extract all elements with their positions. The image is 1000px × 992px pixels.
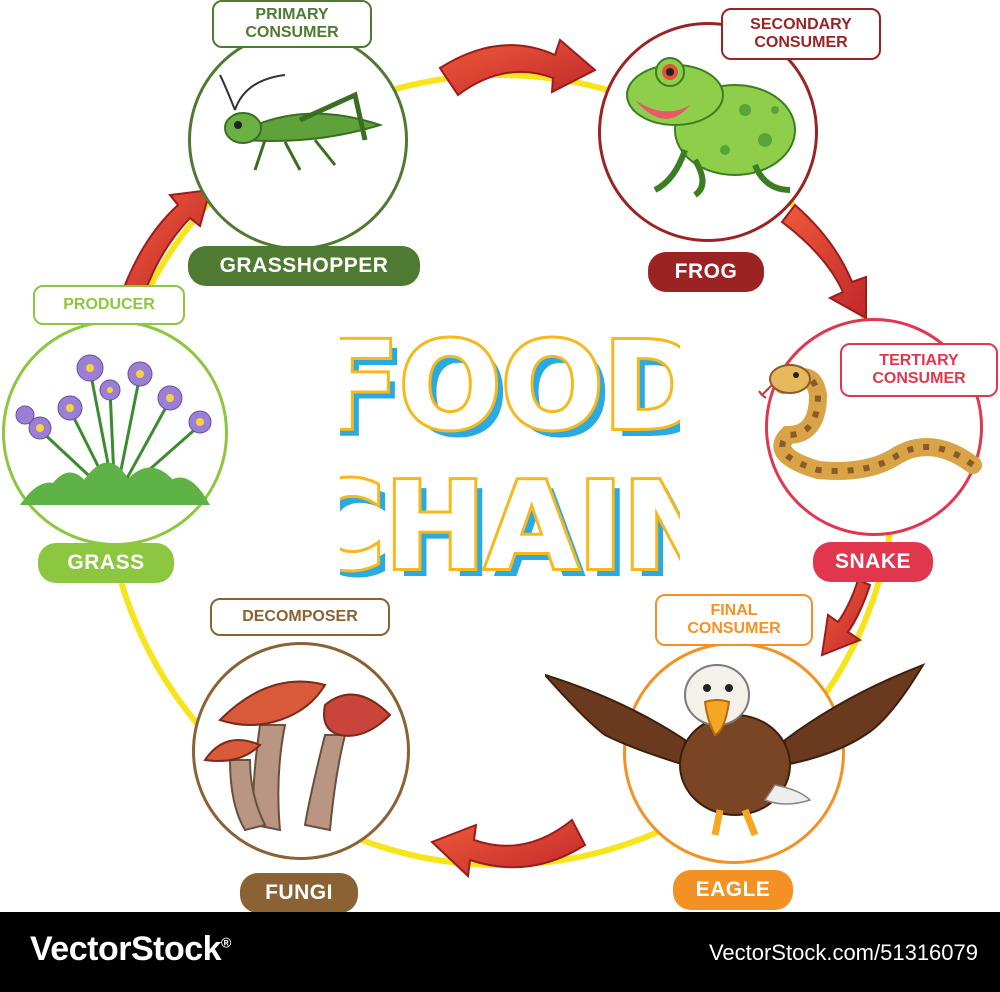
eagle-illustration xyxy=(545,663,925,837)
arrow-tertiary-to-final xyxy=(820,578,872,657)
secondary-consumer-name-badge: FROG xyxy=(648,252,764,292)
decomposer-role-label: DECOMPOSER xyxy=(210,598,390,636)
final-consumer-role-text: FINAL CONSUMER xyxy=(687,602,781,637)
decomposer-name-badge: FUNGI xyxy=(240,873,358,913)
title-line1-shadow: FOOD xyxy=(340,326,680,465)
brand-text: VectorStock xyxy=(30,930,222,968)
tertiary-consumer-name-badge: SNAKE xyxy=(813,542,933,582)
title-line1: FOOD xyxy=(340,318,680,457)
producer-name-badge: GRASS xyxy=(38,543,174,583)
final-consumer-role-label: FINAL CONSUMER xyxy=(655,594,813,646)
grass-flower-illustration xyxy=(15,354,212,505)
snake-illustration xyxy=(758,364,982,480)
arrow-final-to-decomposer xyxy=(430,818,587,879)
secondary-consumer-role-label: SECONDARY CONSUMER xyxy=(721,8,881,60)
arrow-producer-to-primary xyxy=(123,188,212,294)
mushroom-illustration xyxy=(203,680,392,832)
food-chain-title: FOOD FOOD CHAIN CHAIN xyxy=(340,315,680,600)
primary-consumer-role-text: PRIMARY CONSUMER xyxy=(245,6,339,41)
final-consumer-name-text: EAGLE xyxy=(695,878,771,901)
footer-bar: VectorStock® VectorStock.com/51316079 xyxy=(0,912,1000,992)
tertiary-consumer-role-label: TERTIARY CONSUMER xyxy=(840,343,998,397)
title-line2: CHAIN xyxy=(340,458,680,597)
producer-role-text: PRODUCER xyxy=(63,296,155,313)
title-line2-shadow: CHAIN xyxy=(340,466,680,600)
producer-role-label: PRODUCER xyxy=(33,285,185,325)
arrow-primary-to-secondary xyxy=(438,38,597,97)
cycle-ring xyxy=(102,38,898,879)
arrow-secondary-to-tertiary xyxy=(780,203,867,320)
registered-mark: ® xyxy=(221,934,231,951)
tertiary-consumer-name-text: SNAKE xyxy=(834,550,911,573)
vectorstock-logo: VectorStock® xyxy=(30,930,231,969)
secondary-consumer-name-text: FROG xyxy=(674,260,738,283)
primary-consumer-name-badge: GRASSHOPPER xyxy=(188,246,420,286)
primary-consumer-role-label: PRIMARY CONSUMER xyxy=(212,0,372,48)
primary-consumer-name-text: GRASSHOPPER xyxy=(219,254,389,277)
decomposer-name-text: FUNGI xyxy=(265,881,333,904)
secondary-consumer-role-text: SECONDARY CONSUMER xyxy=(750,16,852,51)
frog-illustration xyxy=(626,57,796,198)
image-reference: VectorStock.com/51316079 xyxy=(708,940,978,965)
final-consumer-name-badge: EAGLE xyxy=(673,870,793,910)
grasshopper-illustration xyxy=(219,74,384,171)
food-chain-diagram: FOOD FOOD CHAIN CHAIN PRODUCER GRASS xyxy=(0,0,1000,913)
tertiary-consumer-role-text: TERTIARY CONSUMER xyxy=(872,352,966,387)
decomposer-role-text: DECOMPOSER xyxy=(242,608,358,625)
producer-name-text: GRASS xyxy=(67,551,145,574)
